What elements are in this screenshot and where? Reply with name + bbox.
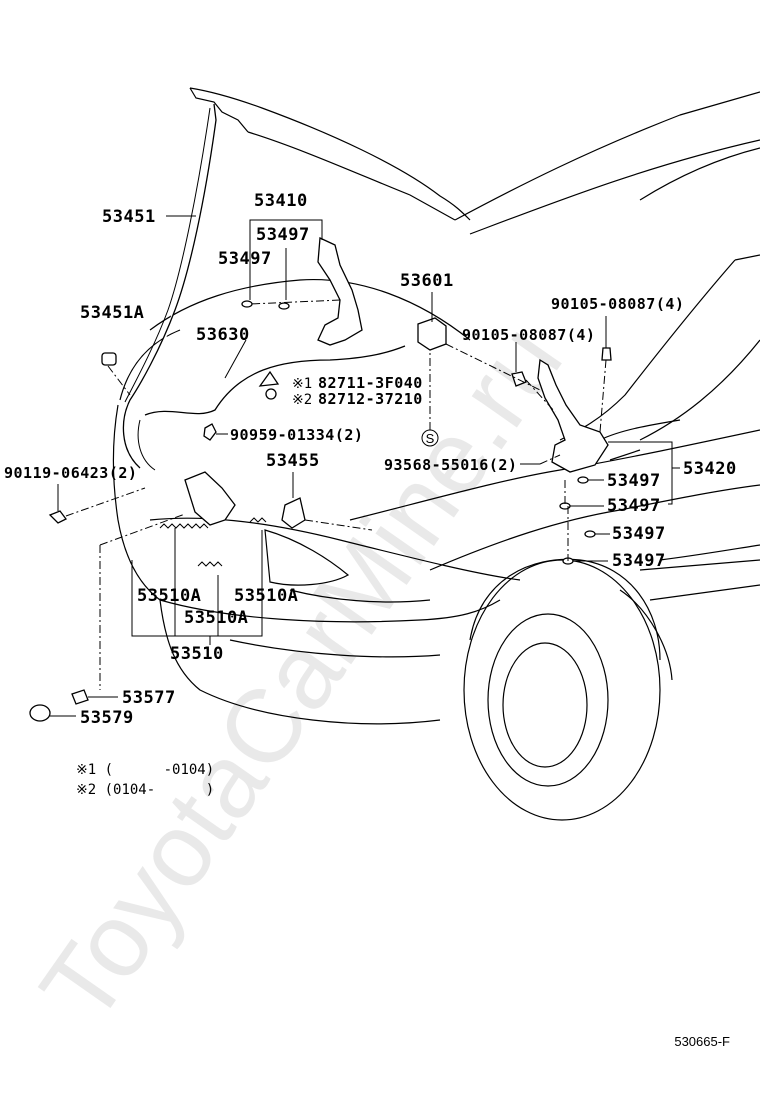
label-hinge-shim-rh-3: 53497 <box>612 524 666 544</box>
label-knob: 53577 <box>122 688 176 708</box>
knob-shape <box>71 689 89 705</box>
label-lever-part-1: 82711-3F040 <box>318 374 423 392</box>
vehicle-body <box>112 87 760 821</box>
label-spring-left: 53510A <box>137 586 201 606</box>
spring-right-shape <box>249 517 267 523</box>
hood-latch-shape <box>281 497 306 529</box>
label-clip: 90959-01334(2) <box>230 426 363 444</box>
label-bolt-lower: 90105-08087(4) <box>462 326 595 344</box>
figure-id: 530665-F <box>674 1034 730 1049</box>
label-hood-support-rod: 53451 <box>102 207 156 227</box>
label-release-assembly: 53510 <box>170 644 224 664</box>
label-hinge-shim-rh-2: 53497 <box>607 496 661 516</box>
note-mark-2: ※2 <box>292 392 312 408</box>
label-screw-left: 90119-06423(2) <box>4 464 137 482</box>
label-hinge-shim-lh-b: 53497 <box>218 249 272 269</box>
knob-cap-shape <box>29 704 51 722</box>
label-hood-lock: 53601 <box>400 271 454 291</box>
label-spring-right: 53510A <box>234 586 298 606</box>
label-hood-hinge-lh: 53410 <box>254 191 308 211</box>
s-marker: S <box>426 431 435 446</box>
hood-cushion-shape <box>101 352 117 366</box>
label-bolt-upper: 90105-08087(4) <box>551 295 684 313</box>
bolt-upper-shape <box>601 347 612 361</box>
note-1: ※1 ( -0104) <box>76 762 214 778</box>
hinge-shim-rh-1-shape <box>577 476 589 484</box>
label-hood-hinge-rh: 53420 <box>683 459 737 479</box>
label-stud: 93568-55016(2) <box>384 456 517 474</box>
hinge-shim-lh-a-shape <box>241 300 253 308</box>
hinge-shim-rh-3-shape <box>584 530 596 538</box>
hood-hinge-lh-shape <box>317 237 363 346</box>
note-2: ※2 (0104- ) <box>76 782 214 798</box>
label-hinge-shim-rh-4: 53497 <box>612 551 666 571</box>
note-mark-1: ※1 <box>292 376 312 392</box>
spring-left-shape <box>159 523 209 529</box>
lever-part-shape <box>258 370 280 387</box>
hinge-shim-lh-b-shape <box>278 302 290 310</box>
leader-lines <box>50 215 680 717</box>
watermark: ToyotaCarMine.ru <box>19 304 585 1043</box>
label-spring-center: 53510A <box>184 608 248 628</box>
label-hood-cushion: 53451A <box>80 303 144 323</box>
hood-support-rod-shape <box>122 103 217 469</box>
label-hinge-shim-rh-1: 53497 <box>607 471 661 491</box>
label-release-cable: 53630 <box>196 325 250 345</box>
bolt-lower-shape <box>511 371 527 387</box>
label-hinge-shim-lh-a: 53497 <box>256 225 310 245</box>
hood-lock-shape <box>417 317 447 351</box>
label-knob-cap: 53579 <box>80 708 134 728</box>
release-assembly-shape <box>184 471 236 526</box>
spring-center-shape <box>197 561 223 567</box>
hood-hinge-rh-shape <box>537 358 609 473</box>
clip-shape <box>203 423 217 441</box>
label-hood-latch: 53455 <box>266 451 320 471</box>
screw-left-shape <box>48 510 67 524</box>
label-lever-part-2: 82712-37210 <box>318 390 423 408</box>
